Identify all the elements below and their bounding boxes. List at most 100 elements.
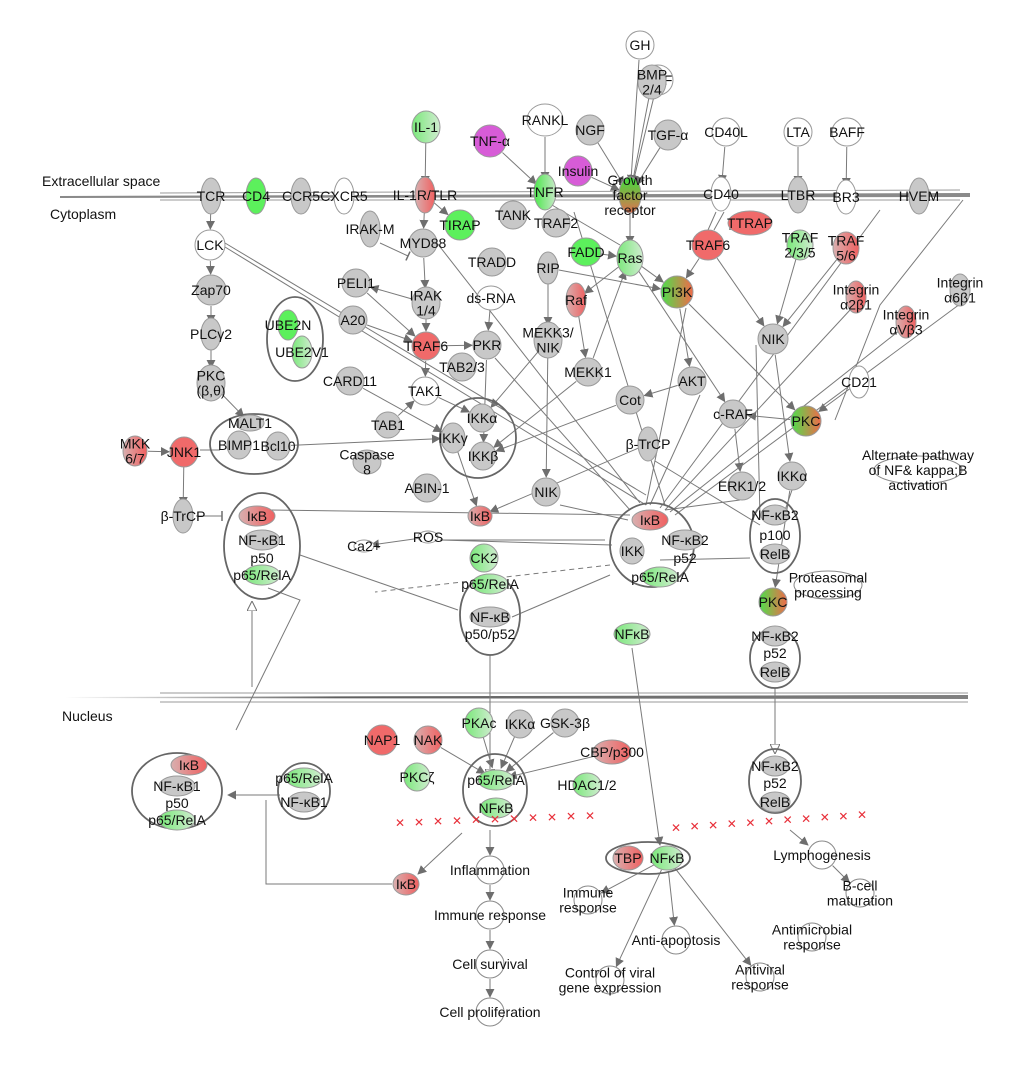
node-plcy2[interactable]: PLCγ2 [190, 317, 232, 351]
node-ikkb[interactable]: IKKβ [468, 441, 499, 471]
complex-member-nfkb_k[interactable] [479, 797, 513, 819]
complex-member-relb[interactable] [759, 661, 791, 683]
node-insulin[interactable]: Insulin [558, 155, 598, 187]
node-rankl[interactable]: RANKL [522, 103, 569, 137]
complex-member-p65[interactable] [243, 564, 281, 586]
node-mekk3[interactable]: MEKK3/NIK [522, 321, 574, 359]
node-zap70[interactable]: Zap70 [191, 274, 231, 306]
node-cot[interactable]: Cot [615, 385, 645, 415]
node-tirap[interactable]: TIRAP [439, 209, 481, 241]
complex-p65_nfkb1[interactable] [277, 762, 331, 820]
node-nik1[interactable]: NIK [757, 323, 789, 355]
complex-member-ikb[interactable] [238, 505, 276, 527]
node-ikkg[interactable]: IKKγ [438, 422, 468, 454]
node-bcl10[interactable]: Bcl10 [260, 431, 296, 461]
node-ros[interactable]: ROS [413, 529, 443, 545]
complex-member-nfkb2[interactable] [760, 504, 790, 526]
node-cxcr5[interactable]: CXCR5 [320, 177, 368, 215]
node-tradd[interactable]: TRADD [468, 247, 516, 277]
node-ccr5[interactable]: CCR5 [282, 177, 320, 215]
node-card11[interactable]: CARD11 [323, 366, 377, 396]
node-traf6a[interactable]: TRAF6 [404, 331, 449, 361]
node-bimp1[interactable]: BIMP1 [218, 430, 260, 460]
node-ikka3[interactable]: IKKα [505, 709, 536, 739]
node-tcr[interactable]: TCR [197, 177, 226, 215]
complex-tbp[interactable] [605, 841, 691, 875]
node-rip[interactable]: RIP [536, 251, 560, 285]
node-abin1[interactable]: ABIN-1 [404, 473, 450, 503]
node-tak1[interactable]: TAK1 [408, 376, 442, 406]
node-pkcbt[interactable]: PKC(β,θ) [196, 364, 226, 402]
complex-member-nfkb2[interactable] [760, 755, 790, 777]
node-pkc1[interactable]: PKC [790, 405, 822, 437]
node-lck[interactable]: LCK [194, 229, 226, 261]
process-survival[interactable]: Cell survival [452, 949, 528, 979]
complex-member-ikk[interactable] [619, 537, 645, 565]
node-dsrna[interactable]: ds-RNA [466, 285, 516, 311]
complex-member-p65[interactable] [158, 809, 196, 831]
complex-member-p65[interactable] [641, 566, 679, 588]
node-jnk1[interactable]: JNK1 [167, 436, 201, 468]
node-br3[interactable]: BR3 [832, 179, 860, 215]
node-nfkbc[interactable]: NFκB [613, 622, 651, 646]
complex-member-nfkb1[interactable] [287, 791, 321, 813]
node-tgfa[interactable]: TGF-α [648, 119, 689, 151]
complex-member-p65[interactable] [477, 769, 515, 791]
node-ck2[interactable]: CK2 [469, 543, 499, 573]
process-lympho[interactable]: Lymphogenesis [773, 840, 871, 870]
complex-p52_nuc[interactable] [748, 748, 802, 814]
node-traf6b[interactable]: TRAF6 [686, 229, 731, 261]
node-cd40[interactable]: CD40 [703, 176, 739, 212]
node-pkr[interactable]: PKR [472, 330, 502, 360]
node-akt[interactable]: AKT [677, 366, 707, 396]
complex-ube2[interactable] [266, 296, 324, 382]
complex-ikk[interactable] [439, 397, 517, 479]
node-ikka[interactable]: IKKα [467, 403, 498, 433]
process-inflam[interactable]: Inflammation [450, 855, 530, 885]
complex-member-ikb[interactable] [170, 754, 208, 776]
node-tab1[interactable]: TAB1 [371, 411, 405, 439]
node-irakm[interactable]: IRAK-M [346, 210, 395, 248]
node-myd88[interactable]: MYD88 [400, 228, 447, 258]
node-hvem[interactable]: HVEM [899, 177, 939, 215]
node-btrcp2[interactable]: β-TrCP [626, 426, 671, 462]
node-il1[interactable]: IL-1 [411, 110, 441, 144]
node-nfkbn[interactable]: NFκB [650, 845, 685, 871]
node-tab23[interactable]: TAB2/3 [439, 352, 485, 382]
node-nik2[interactable]: NIK [531, 477, 561, 507]
node-cbp[interactable]: CBP/p300 [580, 739, 644, 765]
node-ube2n[interactable]: UBE2N [265, 309, 312, 341]
complex-malt[interactable] [209, 413, 299, 475]
node-gh[interactable]: GH [625, 30, 655, 60]
node-a20[interactable]: A20 [338, 305, 368, 335]
node-btrcp1[interactable]: β-TrCP [161, 498, 206, 534]
node-tnfr[interactable]: TNFR [526, 173, 564, 211]
node-tnfa[interactable]: TNF-α [470, 124, 510, 158]
node-pkc2[interactable]: PKC [758, 587, 788, 617]
complex-p65_nfkb_nuc[interactable] [462, 753, 528, 827]
complex-member-nfkb2[interactable] [666, 529, 704, 551]
complex-member-p65[interactable] [285, 767, 323, 789]
node-fadd[interactable]: FADD [567, 237, 605, 267]
node-traf2[interactable]: TRAF2 [534, 208, 579, 238]
node-cd4[interactable]: CD4 [242, 177, 270, 215]
node-erk12[interactable]: ERK1/2 [718, 471, 766, 501]
node-pi3k[interactable]: PI3K [660, 275, 694, 309]
node-ikka2[interactable]: IKKα [777, 461, 808, 491]
process-immune1[interactable]: Immune response [434, 900, 546, 930]
node-lta[interactable]: LTA [783, 117, 813, 147]
complex-p100[interactable] [749, 498, 801, 574]
node-ras[interactable]: Ras [616, 239, 644, 277]
